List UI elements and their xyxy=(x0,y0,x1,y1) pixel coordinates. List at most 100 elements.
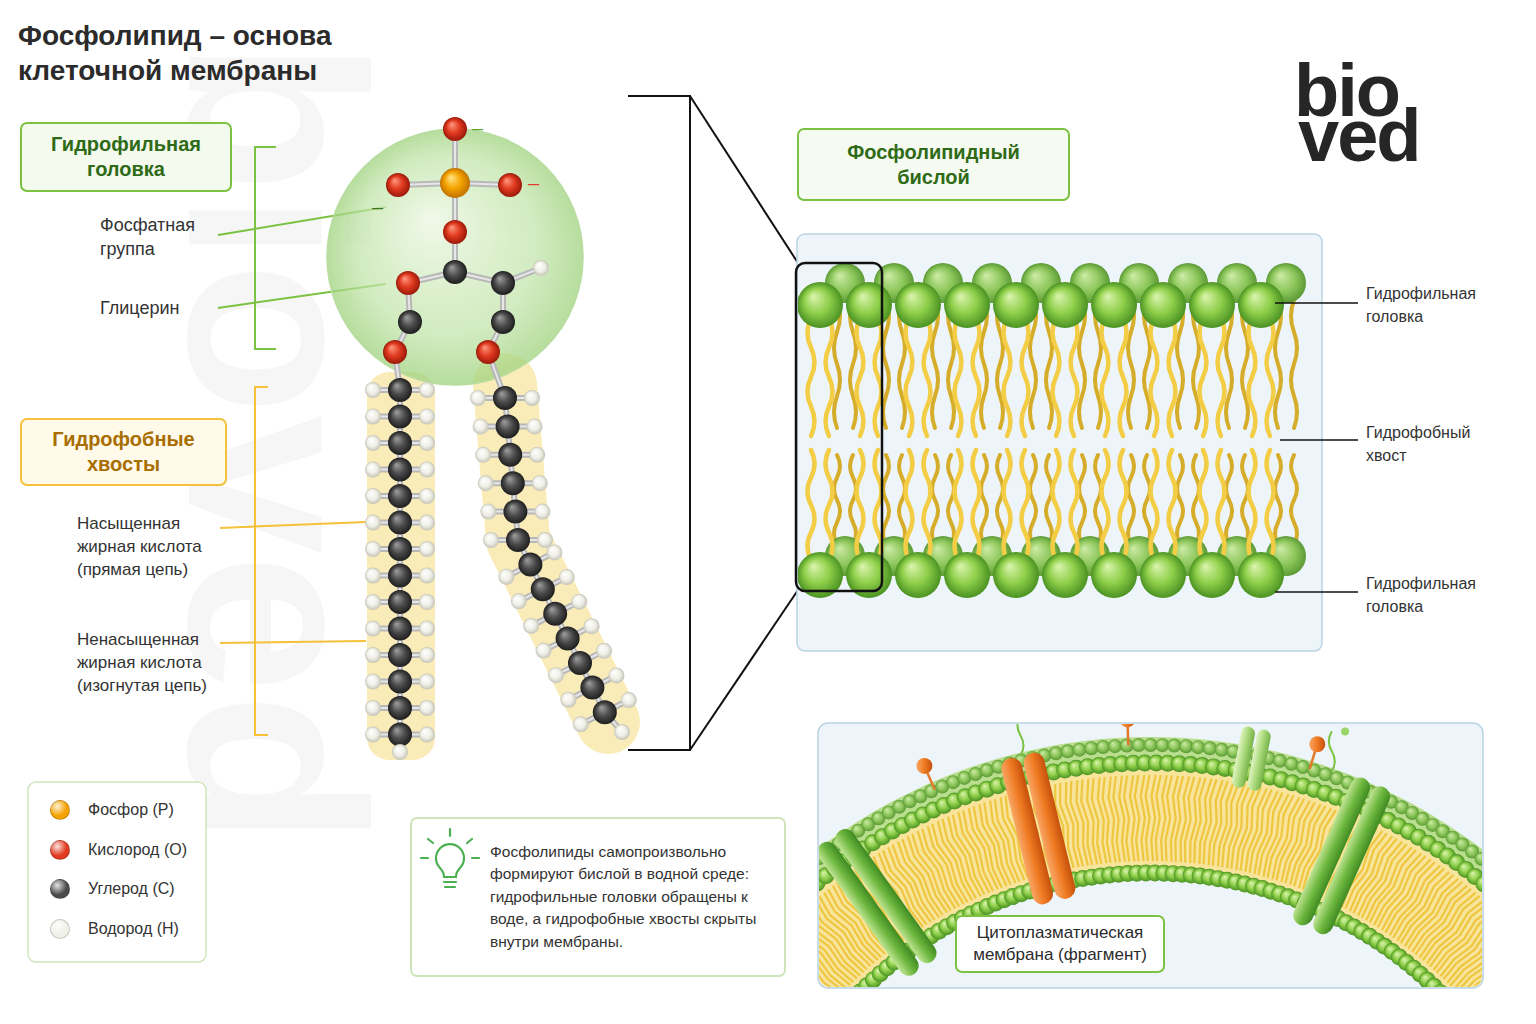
lipid-tail xyxy=(1113,776,1120,862)
atom xyxy=(388,670,412,694)
lipid-head xyxy=(895,282,941,328)
protein-subunit xyxy=(831,825,940,967)
part-label: Насыщенная жирная кислота (прямая цепь) xyxy=(77,512,217,581)
lipid-tail xyxy=(981,455,987,545)
lipid-head xyxy=(1475,875,1482,892)
atom xyxy=(388,723,412,747)
lipid-tail xyxy=(875,318,882,436)
atom xyxy=(365,409,381,425)
lipid-tail xyxy=(1004,450,1011,560)
lipid-tail xyxy=(1460,939,1482,987)
atom xyxy=(419,568,435,584)
lipid-tail xyxy=(948,455,954,545)
atom xyxy=(584,618,600,634)
lipid-tail xyxy=(932,455,938,545)
lipid-tail xyxy=(1281,801,1310,882)
lipid-head xyxy=(1042,552,1088,598)
atom xyxy=(388,378,412,402)
atom xyxy=(571,594,587,610)
lipid-tail xyxy=(1022,450,1029,560)
lipid-tail xyxy=(1046,455,1052,545)
atom xyxy=(523,618,539,634)
lipid-tail xyxy=(883,455,889,545)
glycan-tip xyxy=(1341,727,1349,735)
atom xyxy=(388,643,412,667)
atom xyxy=(473,418,489,434)
atom xyxy=(556,626,580,650)
atom xyxy=(419,621,435,637)
atom xyxy=(388,564,412,588)
lipid-tail xyxy=(899,455,905,545)
lipid-tail xyxy=(1079,455,1085,545)
atom xyxy=(419,727,435,743)
protein-subunit xyxy=(1246,728,1271,792)
lipid-tail xyxy=(997,455,1003,545)
atom xyxy=(419,647,435,663)
atom xyxy=(419,435,435,451)
charge-sign: – xyxy=(528,171,539,195)
lipid-tail xyxy=(1095,455,1101,545)
atom xyxy=(546,544,562,560)
legend-row: Кислород (O) xyxy=(50,839,187,861)
atom xyxy=(365,382,381,398)
atom xyxy=(365,727,381,743)
lipid-head xyxy=(1432,984,1449,987)
lipid-tail xyxy=(1469,951,1482,987)
node-text: Гидрофобные хвосты xyxy=(32,427,215,477)
legend-row: Фосфор (P) xyxy=(50,799,174,821)
atom xyxy=(511,593,527,609)
atom xyxy=(365,568,381,584)
bulb-icon xyxy=(421,829,479,887)
lipid-head xyxy=(1140,282,1186,328)
atom xyxy=(443,260,467,284)
tail-highlight xyxy=(505,385,608,722)
protein-subunit xyxy=(1310,783,1393,937)
lipid-tail xyxy=(1193,455,1199,545)
atom xyxy=(388,511,412,535)
lipid-head xyxy=(1061,744,1075,758)
logo-text: ved xyxy=(1298,99,1420,173)
bulb-glass xyxy=(436,844,464,877)
atom xyxy=(534,504,550,520)
glycan-head xyxy=(1119,724,1135,727)
lipid-tail xyxy=(875,450,882,560)
legend-text: Водород (H) xyxy=(88,920,179,938)
bulb-rays xyxy=(421,829,479,858)
lipid-tail xyxy=(1022,318,1029,436)
legend-text: Углерод (C) xyxy=(88,880,175,898)
bulb-base xyxy=(444,882,456,887)
lipid-tail xyxy=(973,318,980,436)
lipid-head xyxy=(895,552,941,598)
lipid-tail xyxy=(1151,775,1155,861)
lipid-tail xyxy=(1169,318,1176,436)
lipid-tail xyxy=(1071,450,1078,560)
lipid-tail xyxy=(924,450,931,560)
atom xyxy=(388,537,412,561)
lipid-tail xyxy=(1275,455,1281,545)
lipid-tail xyxy=(1218,318,1225,436)
charge-sign: – xyxy=(372,195,383,219)
atom xyxy=(365,647,381,663)
lipid-tail xyxy=(1473,956,1482,987)
atom xyxy=(419,462,435,478)
atom xyxy=(388,405,412,429)
lipid-tail xyxy=(826,318,833,436)
atom xyxy=(543,602,567,626)
part-label: Гидрофильная головка xyxy=(1366,282,1496,328)
atom xyxy=(527,418,543,434)
lipid-tail xyxy=(1175,776,1183,862)
lipid-head xyxy=(1238,282,1284,328)
node-text: Фосфолипидный бислой xyxy=(829,140,1038,190)
membrane-protein xyxy=(999,750,1077,906)
atom xyxy=(440,168,470,198)
lipid-tail xyxy=(1135,775,1140,861)
lipid-head xyxy=(944,282,990,328)
section-label-box: Гидрофобные хвосты xyxy=(20,418,227,486)
lipid-tail xyxy=(1226,455,1232,545)
lipid-tail xyxy=(808,318,815,436)
lipid-head xyxy=(993,552,1039,598)
protein-subunit xyxy=(1021,750,1077,901)
atom xyxy=(388,590,412,614)
part-label: Фосфатная группа xyxy=(100,213,220,261)
lipid-tail xyxy=(1102,450,1109,560)
